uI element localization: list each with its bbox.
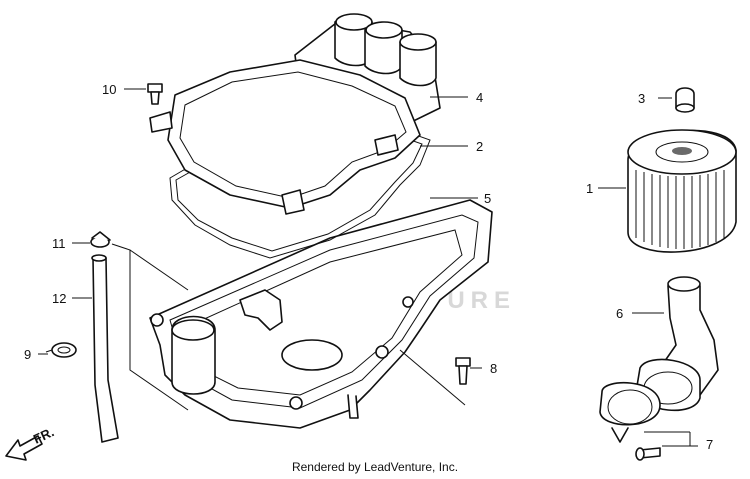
assembly-guide-lines — [111, 243, 466, 411]
footer-credit: Rendered by LeadVenture, Inc. — [291, 460, 459, 474]
air-cleaner-case[interactable] — [149, 199, 493, 429]
case-bolt[interactable] — [455, 357, 471, 385]
callout-5[interactable]: 5 — [484, 191, 491, 206]
callout-6[interactable]: 6 — [616, 306, 623, 321]
callout-12[interactable]: 12 — [52, 291, 66, 306]
front-direction-indicator: FR. — [5, 424, 56, 461]
callout-4[interactable]: 4 — [476, 90, 483, 105]
tube-clamp[interactable] — [45, 342, 77, 358]
callout-11[interactable]: 11 — [52, 236, 66, 251]
callout-8[interactable]: 8 — [490, 361, 497, 376]
callout-leaders — [38, 88, 698, 447]
clamp-screw[interactable] — [635, 447, 661, 461]
callout-9[interactable]: 9 — [24, 347, 31, 362]
intake-clamp[interactable] — [599, 381, 661, 443]
callout-1[interactable]: 1 — [586, 181, 593, 196]
callout-10[interactable]: 10 — [102, 82, 116, 97]
cap-nut[interactable] — [675, 87, 695, 113]
drain-tube[interactable] — [91, 254, 119, 443]
cover-screw[interactable] — [147, 83, 163, 105]
air-cleaner-case-cover[interactable] — [149, 13, 441, 215]
hose-clip[interactable] — [90, 231, 111, 248]
front-direction-label: FR. — [31, 424, 56, 446]
front-arrow-icon — [5, 435, 43, 461]
callout-labels: 4 2 5 3 1 6 7 8 10 11 12 9 — [24, 82, 713, 452]
callout-3[interactable]: 3 — [638, 91, 645, 106]
callout-2[interactable]: 2 — [476, 139, 483, 154]
air-filter-element[interactable] — [627, 129, 737, 253]
callout-7[interactable]: 7 — [706, 437, 713, 452]
